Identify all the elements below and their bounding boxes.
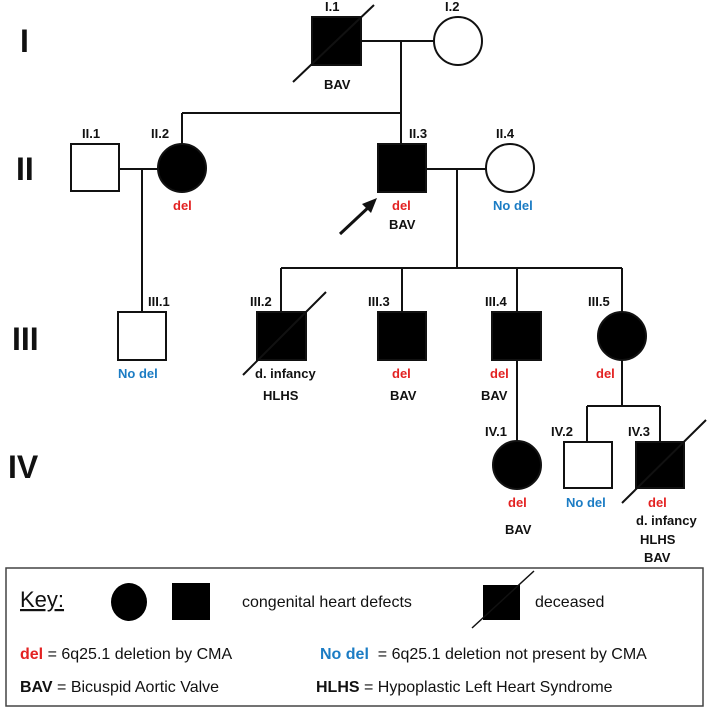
individual-III5: III.5 del bbox=[588, 294, 647, 381]
individual-id: II.2 bbox=[151, 126, 169, 141]
unaffected-male-square bbox=[117, 311, 167, 361]
unaffected-male-square bbox=[70, 143, 120, 192]
individual-id: III.3 bbox=[368, 294, 390, 309]
individual-II2: II.2 del bbox=[151, 126, 207, 213]
individual-III1: III.1 No del bbox=[117, 294, 170, 381]
individual-id: I.1 bbox=[325, 0, 339, 14]
individual-I1: I.1 BAV bbox=[292, 0, 375, 92]
nodel-definition: = 6q25.1 deletion not present by CMA bbox=[369, 646, 647, 663]
unaffected-male-square bbox=[563, 441, 613, 489]
bav-term: BAV bbox=[20, 679, 53, 696]
phenotype-note: HLHS bbox=[263, 388, 299, 403]
phenotype-note: BAV bbox=[324, 77, 351, 92]
individual-id: IV.3 bbox=[628, 424, 650, 439]
affected-male-square bbox=[491, 311, 542, 361]
legend-bav-entry: BAV = Bicuspid Aortic Valve bbox=[20, 679, 219, 696]
individual-I2: I.2 bbox=[433, 0, 483, 66]
pedigree-lines bbox=[119, 40, 661, 442]
individual-id: II.4 bbox=[496, 126, 515, 141]
legend-hlhs-entry: HLHS = Hypoplastic Left Heart Syndrome bbox=[316, 679, 613, 696]
individual-IV3: IV.3 del d. infancy HLHS BAV bbox=[621, 419, 707, 565]
individual-III4: III.4 del BAV bbox=[481, 294, 542, 403]
phenotype-note: BAV bbox=[505, 522, 532, 537]
unaffected-female-circle bbox=[485, 143, 535, 193]
deletion-status: No del bbox=[493, 198, 533, 213]
individual-id: II.3 bbox=[409, 126, 427, 141]
deletion-status: del bbox=[508, 495, 527, 510]
deceased-slash bbox=[471, 570, 535, 629]
legend-key: Key: congenital heart defects deceased d… bbox=[5, 567, 704, 707]
deceased-symbol bbox=[483, 585, 520, 620]
individual-II4: II.4 No del bbox=[485, 126, 535, 213]
individual-IV2: IV.2 No del bbox=[551, 424, 613, 510]
generation-label: II bbox=[16, 151, 34, 187]
individual-id: III.5 bbox=[588, 294, 610, 309]
legend-chd-label: congenital heart defects bbox=[242, 594, 412, 611]
deletion-status: del bbox=[392, 366, 411, 381]
affected-female-circle bbox=[157, 143, 207, 193]
deletion-status: del bbox=[392, 198, 411, 213]
deceased-slash bbox=[242, 291, 327, 376]
hlhs-term: HLHS bbox=[316, 679, 360, 696]
affected-male-symbol bbox=[172, 583, 210, 620]
phenotype-note: BAV bbox=[389, 217, 416, 232]
deletion-status: del bbox=[490, 366, 509, 381]
phenotype-note: BAV bbox=[644, 550, 671, 565]
individual-II3: II.3 del BAV bbox=[338, 126, 427, 236]
deletion-status: No del bbox=[118, 366, 158, 381]
phenotype-note: BAV bbox=[390, 388, 417, 403]
individual-II1: II.1 bbox=[70, 126, 120, 192]
deletion-status: No del bbox=[566, 495, 606, 510]
deletion-status: del bbox=[596, 366, 615, 381]
generation-label: IV bbox=[8, 449, 39, 485]
bav-definition: = Bicuspid Aortic Valve bbox=[53, 679, 220, 696]
unaffected-female-circle bbox=[433, 16, 483, 66]
individual-III2: III.2 d. infancy HLHS bbox=[242, 291, 327, 403]
phenotype-note: d. infancy bbox=[636, 513, 697, 528]
legend-box bbox=[5, 567, 704, 707]
deletion-status: del bbox=[648, 495, 667, 510]
del-definition: = 6q25.1 deletion by CMA bbox=[43, 646, 232, 663]
individual-id: I.2 bbox=[445, 0, 459, 14]
affected-female-circle bbox=[492, 440, 542, 490]
proband-arrow-icon bbox=[338, 198, 377, 236]
individual-id: IV.1 bbox=[485, 424, 507, 439]
nodel-term: No del bbox=[320, 646, 369, 663]
affected-female-circle bbox=[597, 311, 647, 361]
affected-male-square bbox=[377, 143, 427, 193]
deletion-status: del bbox=[173, 198, 192, 213]
individual-id: II.1 bbox=[82, 126, 100, 141]
phenotype-note: HLHS bbox=[640, 532, 676, 547]
individual-id: III.1 bbox=[148, 294, 170, 309]
individual-III3: III.3 del BAV bbox=[368, 294, 427, 403]
affected-female-symbol bbox=[111, 583, 147, 621]
legend-nodel-entry: No del = 6q25.1 deletion not present by … bbox=[320, 646, 647, 663]
generation-label: I bbox=[20, 23, 29, 59]
phenotype-note: d. infancy bbox=[255, 366, 316, 381]
legend-title: Key: bbox=[20, 587, 64, 612]
hlhs-definition: = Hypoplastic Left Heart Syndrome bbox=[360, 679, 613, 696]
individual-IV1: IV.1 del BAV bbox=[485, 424, 542, 537]
deceased-slash bbox=[621, 419, 707, 504]
affected-male-square bbox=[377, 311, 427, 361]
legend-del-entry: del = 6q25.1 deletion by CMA bbox=[20, 646, 232, 663]
del-term: del bbox=[20, 646, 43, 663]
individual-id: IV.2 bbox=[551, 424, 573, 439]
individual-id: III.2 bbox=[250, 294, 272, 309]
phenotype-note: BAV bbox=[481, 388, 508, 403]
legend-deceased-label: deceased bbox=[535, 594, 604, 611]
deceased-slash bbox=[292, 4, 375, 83]
individual-id: III.4 bbox=[485, 294, 507, 309]
generation-label: III bbox=[12, 321, 39, 357]
